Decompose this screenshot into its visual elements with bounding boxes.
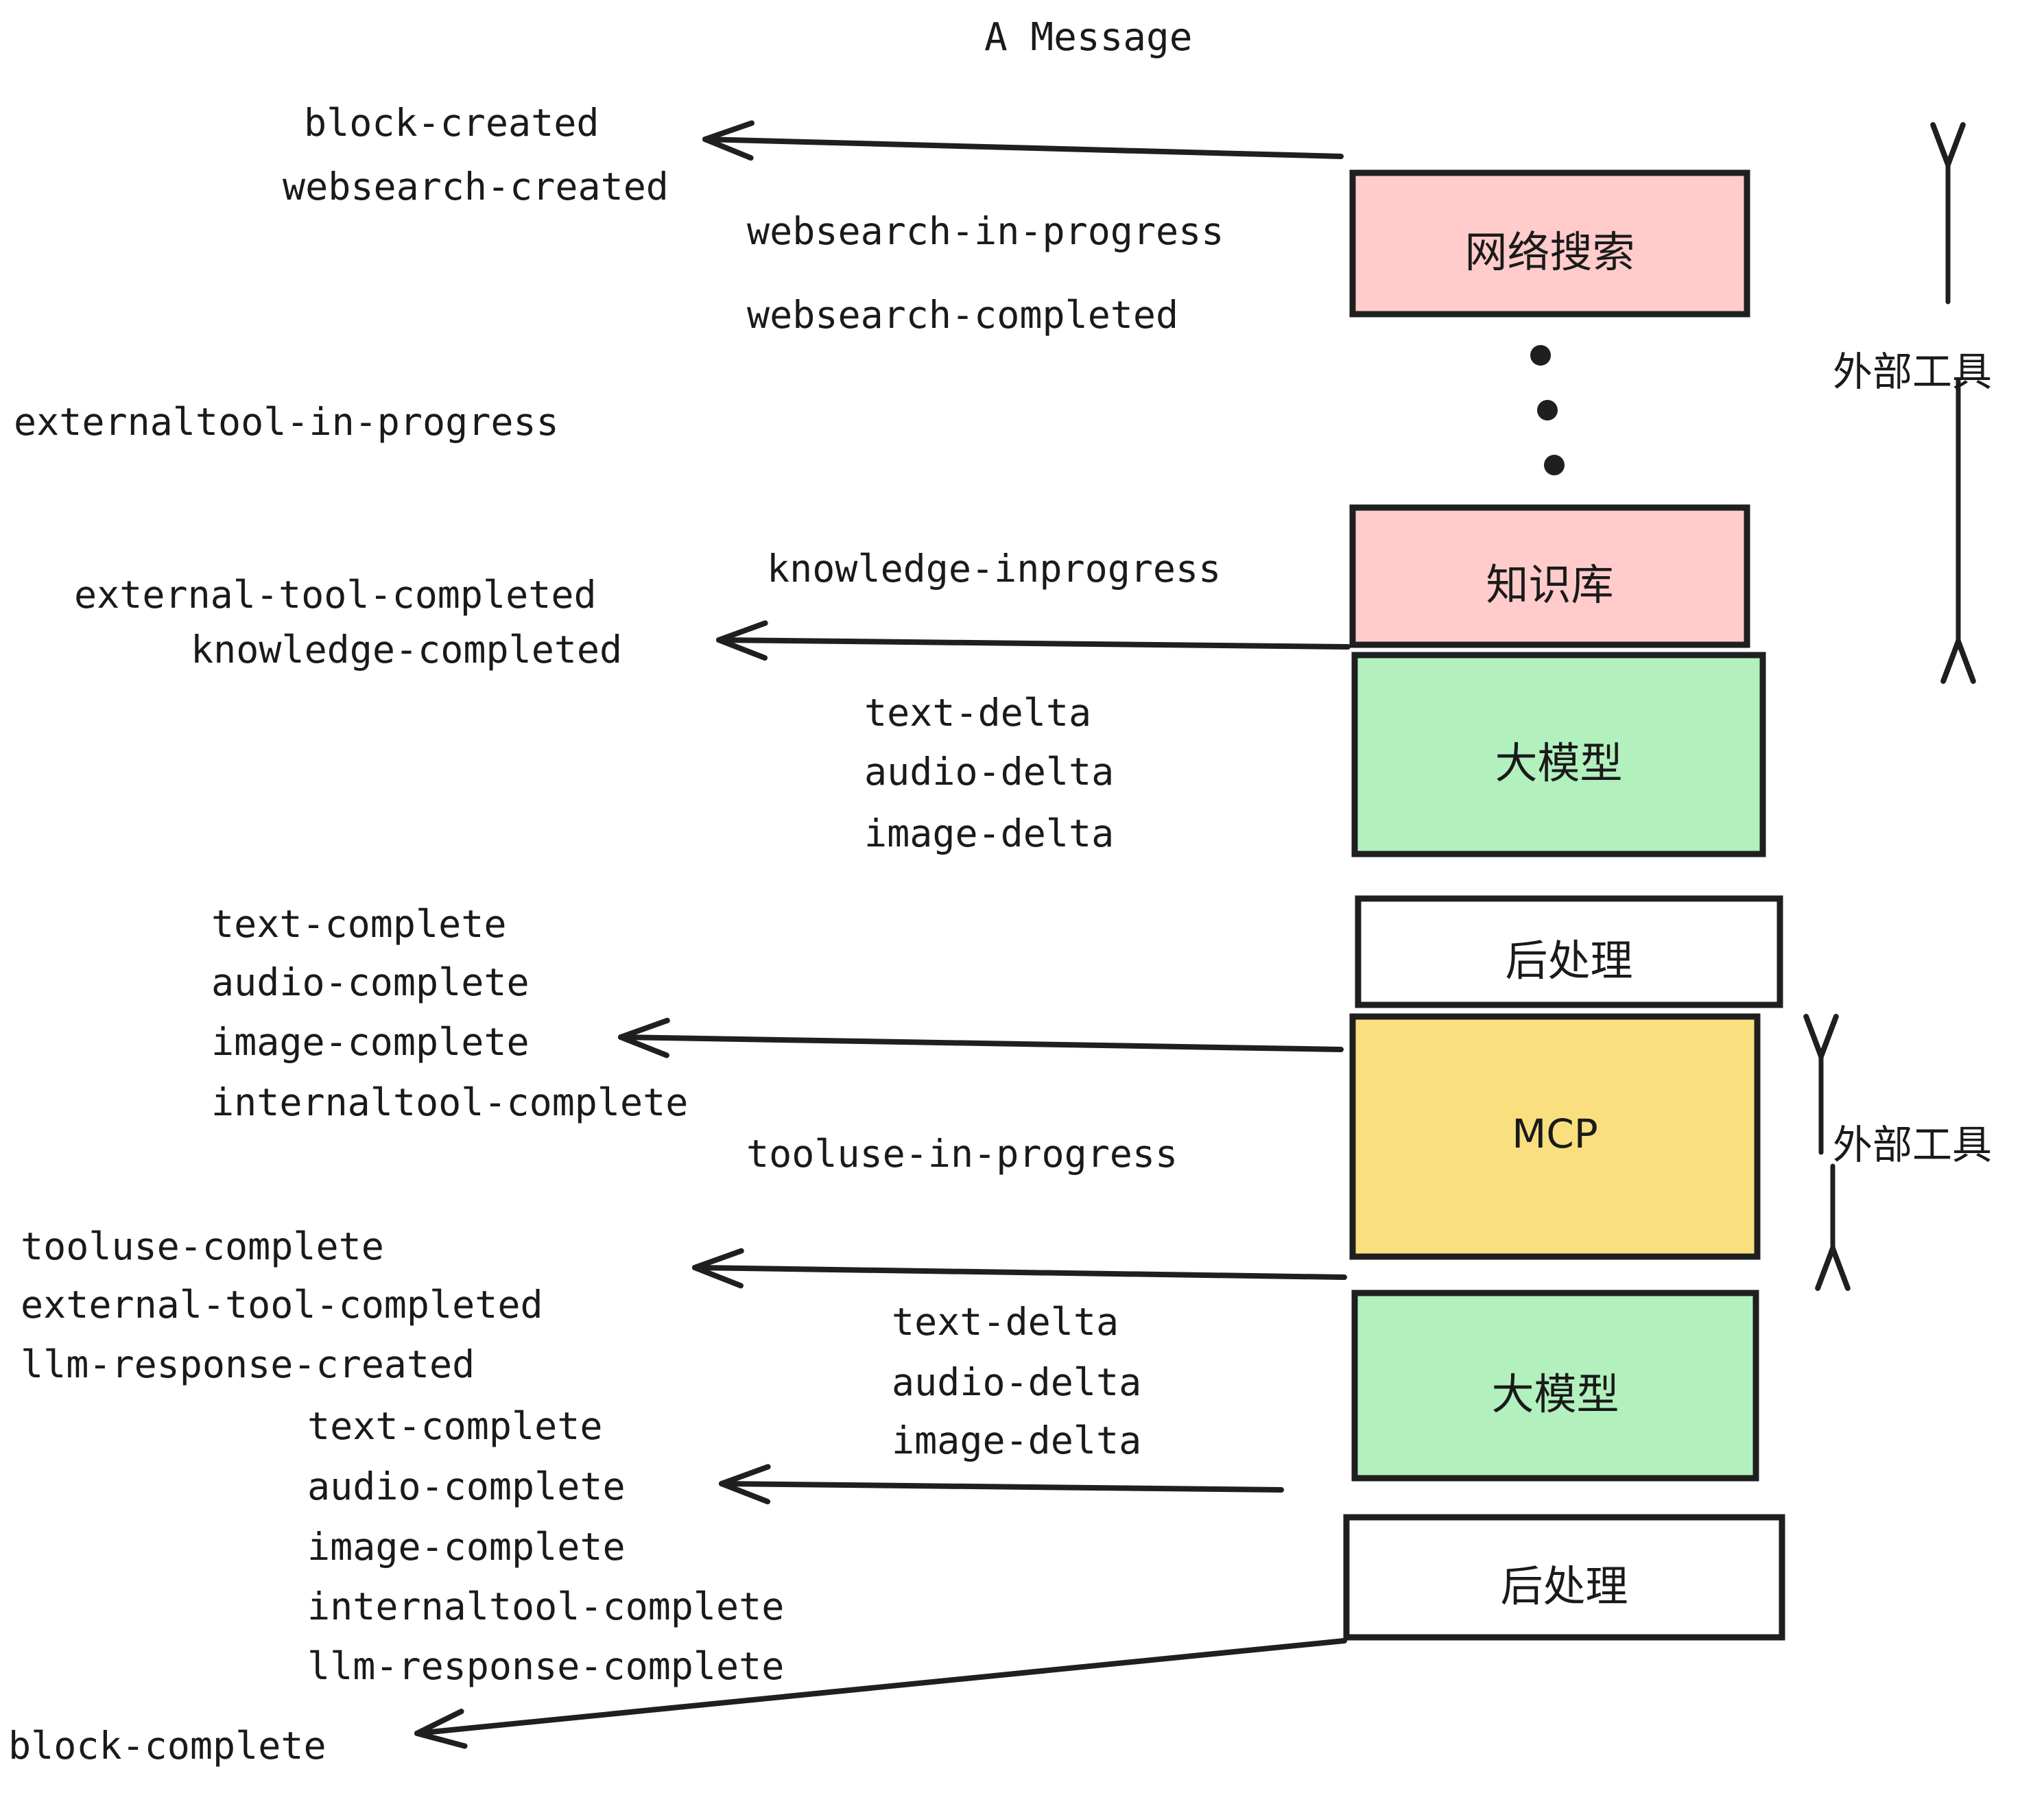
event-label-external-tool-completed-2: external-tool-completed — [21, 1283, 543, 1327]
box-label-llm-2: 大模型 — [1491, 1369, 1619, 1419]
ellipsis-dot-3 — [1544, 455, 1565, 475]
event-label-knowledge-inprogress: knowledge-inprogress — [767, 547, 1222, 591]
arrow-tooluse-complete — [692, 1248, 1347, 1289]
event-label-websearch-created: websearch-created — [283, 165, 669, 209]
box-label-websearch: 网络搜索 — [1464, 227, 1635, 277]
event-label-text-delta-1: text-delta — [864, 691, 1092, 735]
event-label-image-delta-1: image-delta — [864, 811, 1115, 855]
event-label-audio-delta-2: audio-delta — [892, 1360, 1142, 1404]
box-knowledge — [1349, 504, 1750, 648]
external-tools-mcp-arrows — [1803, 1013, 1851, 1292]
event-label-externaltool-in-progress: externaltool-in-progress — [14, 400, 559, 444]
box-llm-2 — [1351, 1290, 1759, 1482]
arrow-block-created — [702, 120, 1344, 161]
event-label-block-complete: block-complete — [8, 1724, 326, 1768]
box-postproc-1 — [1355, 895, 1783, 1008]
arrow-block-complete — [414, 1638, 1347, 1749]
box-label-mcp: MCP — [1512, 1111, 1598, 1157]
boxes-layer — [1343, 169, 1785, 1641]
box-label-knowledge: 知识库 — [1486, 560, 1614, 610]
ellipsis-dot-2 — [1537, 400, 1558, 420]
event-label-image-complete-2: image-complete — [307, 1525, 626, 1569]
event-label-websearch-completed: websearch-completed — [747, 293, 1179, 337]
event-label-internaltool-complete-1: internaltool-complete — [211, 1080, 689, 1124]
event-label-block-created: block-created — [304, 101, 599, 145]
page-title: A Message — [984, 15, 1193, 60]
event-label-llm-response-created: llm-response-created — [21, 1342, 475, 1386]
event-label-tooluse-in-progress: tooluse-in-progress — [746, 1132, 1178, 1176]
event-label-tooluse-complete: tooluse-complete — [21, 1224, 384, 1268]
event-label-text-complete-1: text-complete — [211, 902, 507, 946]
box-mcp — [1349, 1013, 1761, 1260]
event-label-audio-complete-1: audio-complete — [211, 960, 530, 1004]
ellipsis-dot-1 — [1530, 345, 1551, 366]
event-label-text-complete-2: text-complete — [307, 1404, 603, 1448]
event-label-audio-delta-1: audio-delta — [864, 750, 1115, 794]
external-tools-top-arrows — [1930, 121, 1976, 685]
side-annotation-arrows-layer — [1803, 121, 1976, 1292]
arrows-layer — [414, 120, 1351, 1749]
event-label-image-delta-2: image-delta — [892, 1419, 1142, 1462]
event-label-text-delta-2: text-delta — [892, 1300, 1119, 1344]
box-label-postproc-2: 后处理 — [1500, 1560, 1628, 1611]
event-label-image-complete-1: image-complete — [211, 1020, 530, 1064]
event-label-knowledge-completed: knowledge-completed — [191, 628, 623, 672]
box-websearch — [1349, 169, 1750, 318]
event-label-audio-complete-2: audio-complete — [307, 1464, 626, 1508]
box-label-postproc-1: 后处理 — [1505, 935, 1633, 986]
box-postproc-2 — [1343, 1514, 1785, 1641]
event-label-llm-response-complete: llm-response-complete — [307, 1644, 785, 1688]
arrow-image-complete — [618, 1017, 1344, 1058]
event-label-internaltool-complete-2: internaltool-complete — [307, 1585, 785, 1628]
arrow-knowledge-completed — [716, 620, 1351, 661]
side-label-external-tools-mcp: 外部工具 — [1833, 1121, 1993, 1168]
box-label-llm-1: 大模型 — [1495, 738, 1623, 788]
ellipsis-dots-layer — [1530, 345, 1565, 475]
arrow-audio-complete — [719, 1464, 1284, 1505]
side-label-external-tools-top: 外部工具 — [1833, 348, 1993, 395]
box-llm-1 — [1351, 652, 1766, 857]
event-label-websearch-in-progress: websearch-in-progress — [747, 209, 1224, 253]
event-label-external-tool-completed-1: external-tool-completed — [74, 573, 597, 617]
